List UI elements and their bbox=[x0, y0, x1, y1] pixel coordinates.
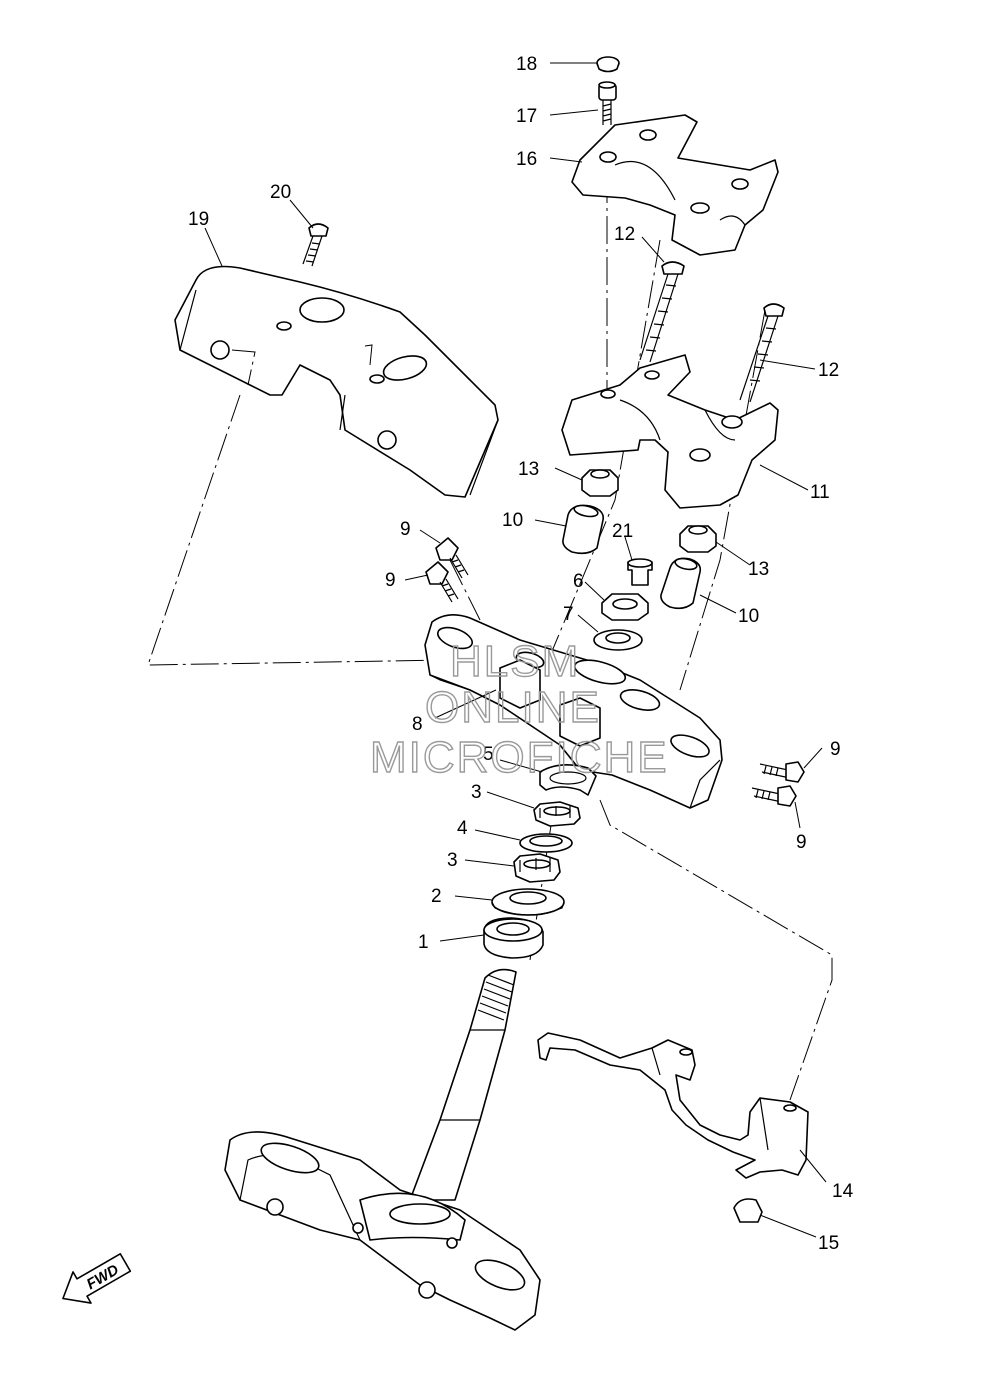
part-10-bushing-right bbox=[660, 557, 702, 610]
part-13-nut-lower bbox=[679, 525, 717, 553]
part-21-collar bbox=[627, 558, 653, 586]
callout-18: 18 bbox=[516, 54, 537, 75]
fwd-arrow-icon: FWD bbox=[62, 1253, 132, 1304]
callout-9-b: 9 bbox=[385, 570, 396, 591]
callout-14: 14 bbox=[832, 1181, 854, 1202]
part-15-nut bbox=[733, 1198, 763, 1223]
part-12-bolt-left bbox=[639, 261, 685, 363]
callout-10-left: 10 bbox=[502, 510, 523, 531]
part-8-upper-bracket bbox=[424, 614, 723, 809]
part-12-bolt-right bbox=[739, 303, 785, 403]
callout-12-right: 12 bbox=[818, 360, 839, 381]
callout-9-d: 9 bbox=[796, 832, 807, 853]
part-17-bolt bbox=[598, 81, 617, 125]
callout-16: 16 bbox=[516, 149, 537, 170]
callout-1: 1 bbox=[418, 932, 429, 953]
part-16-upper-holder bbox=[571, 114, 779, 256]
watermark-line-3: MICROFICHE bbox=[370, 733, 669, 782]
part-3-nut-lower bbox=[513, 853, 561, 883]
callouts: 18 17 16 20 19 12 12 13 11 10 21 9 9 13 … bbox=[188, 54, 854, 1254]
lower-bracket bbox=[224, 1131, 541, 1331]
callout-8: 8 bbox=[412, 714, 423, 735]
callout-13-upper: 13 bbox=[518, 459, 539, 480]
callout-13-lower: 13 bbox=[748, 559, 769, 580]
part-19-cover bbox=[174, 265, 499, 498]
callout-12-upper: 12 bbox=[614, 224, 635, 245]
part-5-ring-nut bbox=[539, 764, 597, 796]
part-2-seal bbox=[491, 888, 565, 916]
part-10-bushing-left bbox=[562, 504, 605, 555]
part-7-washer bbox=[593, 629, 643, 651]
callout-9-a: 9 bbox=[400, 519, 411, 540]
part-9-bolt-a bbox=[435, 537, 469, 579]
leader-lines bbox=[204, 62, 827, 1238]
callout-4: 4 bbox=[457, 818, 468, 839]
callout-10-right: 10 bbox=[738, 606, 759, 627]
part-11-lower-holder bbox=[561, 354, 779, 509]
steering-stem bbox=[409, 968, 517, 1201]
callout-3-upper: 3 bbox=[471, 782, 482, 803]
callout-15: 15 bbox=[818, 1233, 839, 1254]
callout-6: 6 bbox=[573, 571, 584, 592]
part-6-nut bbox=[601, 593, 649, 621]
part-18-cap bbox=[596, 56, 620, 73]
callout-5: 5 bbox=[483, 744, 494, 765]
callout-7: 7 bbox=[563, 604, 574, 625]
part-9-bolt-d bbox=[751, 785, 797, 807]
callout-19: 19 bbox=[188, 209, 209, 230]
part-20-bolt bbox=[302, 223, 329, 267]
part-9-bolt-b bbox=[425, 561, 459, 603]
callout-11: 11 bbox=[810, 482, 830, 503]
part-1-bearing bbox=[483, 917, 544, 959]
part-13-nut-upper bbox=[581, 469, 619, 497]
part-3-nut-upper bbox=[533, 801, 581, 827]
callout-3-lower: 3 bbox=[447, 850, 458, 871]
part-4-washer bbox=[519, 833, 573, 853]
callout-9-c: 9 bbox=[830, 739, 841, 760]
watermark: HLSM ONLINE MICROFICHE bbox=[369, 636, 669, 782]
callout-2: 2 bbox=[431, 886, 442, 907]
part-9-bolt-c bbox=[759, 761, 805, 783]
part-14-clamp bbox=[537, 1032, 809, 1179]
watermark-line-2: ONLINE bbox=[425, 683, 601, 732]
watermark-line-1: HLSM bbox=[450, 637, 580, 686]
callout-20: 20 bbox=[270, 182, 291, 203]
callout-21: 21 bbox=[612, 521, 633, 542]
callout-17: 17 bbox=[516, 106, 537, 127]
